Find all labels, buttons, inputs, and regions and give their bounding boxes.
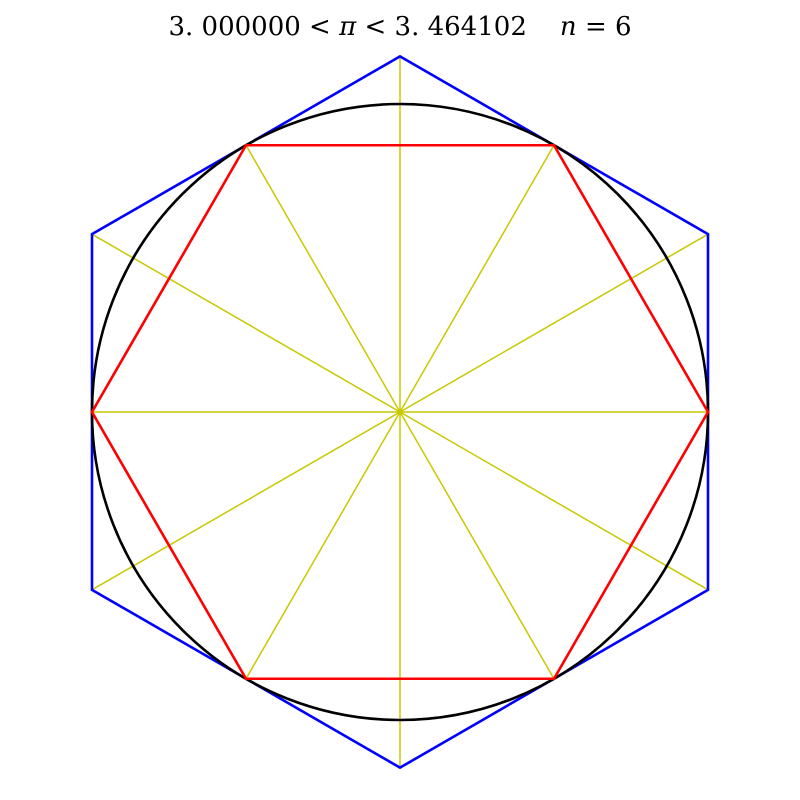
n-value: 6 [615,12,632,42]
inner-vertex-spoke-1 [399,144,555,413]
n-variable: n [559,12,577,42]
pi-symbol: π [339,12,357,42]
equals-sign: = [584,12,607,42]
lower-bound: 3. 000000 [168,12,301,42]
spokes-group [91,56,709,768]
outer-vertex-spoke-0 [399,233,709,413]
inner-vertex-spoke-4 [245,411,401,680]
less-than-sign-1: < [309,12,331,42]
outer-vertex-spoke-5 [399,411,709,591]
less-than-sign-2: < [364,12,387,42]
outer-vertex-spoke-2 [91,233,401,413]
pi-bounds-title: 3. 000000 < π < 3. 464102 n = 6 [0,12,800,42]
outer-vertex-spoke-3 [91,411,401,591]
inner-vertex-spoke-2 [245,144,401,413]
inscribed-hexagon [90,143,710,681]
inner-vertex-spoke-5 [399,411,555,680]
circumscribed-hexagon [90,54,710,770]
upper-bound: 3. 464102 [394,12,527,42]
